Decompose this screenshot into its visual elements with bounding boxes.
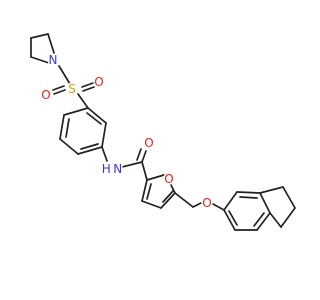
structure-diagram: N S O O H N O O O — [30, 33, 296, 231]
ether-oxygen-label: O — [202, 196, 211, 210]
furan-oxygen-label: O — [164, 172, 173, 186]
furan-ring — [141, 161, 176, 209]
carbonyl-oxygen-label: O — [144, 136, 153, 150]
pyrrolidine-ring — [30, 33, 56, 64]
amide-nh-label: H N — [102, 162, 122, 176]
sulfonyl-oxygen-left-label: O — [41, 88, 50, 102]
sulfur-label: S — [68, 82, 76, 96]
indane-benzene-ring — [223, 191, 271, 231]
pyrrolidine-nitrogen-label: N — [49, 53, 58, 67]
sulfonyl-oxygen-right-label: O — [94, 75, 103, 89]
amide-bonds — [101, 146, 147, 169]
sulfonyl-bonds — [52, 65, 95, 109]
benzene-ring — [59, 107, 107, 155]
ether-linker-bonds — [174, 192, 225, 211]
indane-cyclopentane-ring — [259, 186, 296, 228]
molecule-canvas: N S O O H N O O O — [30, 33, 296, 231]
atom-labels: N S O O H N O O O — [40, 52, 213, 212]
